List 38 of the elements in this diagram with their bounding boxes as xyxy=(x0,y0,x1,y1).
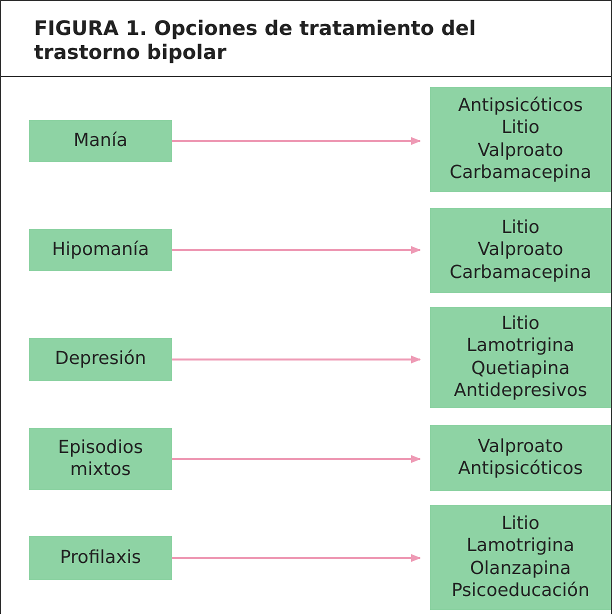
treatment-name: Olanzapina xyxy=(470,558,571,580)
phase-name: Manía xyxy=(74,130,128,152)
treatment-name: Antipsicóticos xyxy=(458,458,583,480)
treatment-name: Antidepresivos xyxy=(454,380,588,402)
treatment-box xyxy=(430,208,611,293)
phase-box xyxy=(29,338,172,381)
arrow xyxy=(172,137,421,145)
treatment-name: Carbamacepina xyxy=(450,262,592,284)
phase-box xyxy=(29,229,172,271)
treatment-name: Quetiapina xyxy=(471,358,570,380)
treatment-name: Litio xyxy=(501,216,540,240)
arrow xyxy=(172,356,421,364)
figure-title: FIGURA 1. Opciones de tratamiento del trastorno bipolar xyxy=(34,16,477,64)
arrow xyxy=(172,554,421,562)
treatment-name: Litio xyxy=(501,312,540,335)
treatment-box xyxy=(430,87,611,192)
phase-name: Episodios mixtos xyxy=(56,436,144,482)
treatment-name: Psicoeducación xyxy=(452,580,590,602)
phase-name: Profilaxis xyxy=(60,546,141,570)
phase-box xyxy=(29,120,172,162)
treatment-box xyxy=(430,307,611,408)
treatment-name: Lamotrigina xyxy=(466,335,574,358)
treatment-name: Litio xyxy=(501,117,540,140)
phase-name: Depresión xyxy=(54,348,146,371)
treatment-name: Carbamacepina xyxy=(450,162,592,184)
treatment-name: Valproato xyxy=(478,140,564,162)
arrow xyxy=(172,455,421,463)
phase-box xyxy=(29,536,172,580)
phase-box xyxy=(29,428,172,490)
phase-name: Hipomanía xyxy=(52,238,149,262)
treatment-name: Valproato xyxy=(478,436,564,458)
arrow xyxy=(172,246,421,254)
treatment-name: Antipsicóticos xyxy=(458,94,583,117)
treatment-box xyxy=(430,425,611,491)
treatment-box xyxy=(430,505,611,610)
treatment-name: Litio xyxy=(501,512,540,535)
treatment-name: Lamotrigina xyxy=(466,535,574,558)
treatment-name: Valproato xyxy=(478,239,564,262)
